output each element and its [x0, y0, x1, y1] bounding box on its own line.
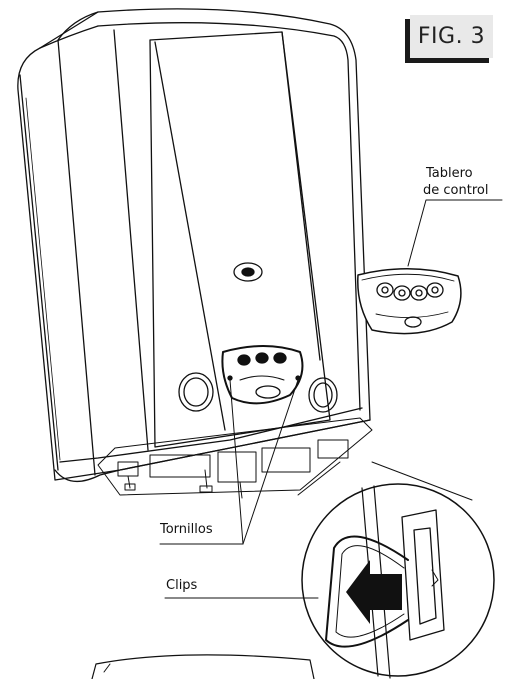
- panel-leader-line: [407, 199, 503, 267]
- label-control-panel-line1: Tablero: [426, 166, 473, 181]
- control-panel-part: [357, 268, 462, 335]
- bottom-internals: [97, 417, 373, 499]
- zoom-guide-lines: [297, 461, 473, 501]
- control-panel-opening: [221, 345, 304, 405]
- right-viewport: [308, 377, 338, 413]
- label-control-panel-line2: de control: [423, 183, 489, 198]
- clip-detail-circle: [301, 483, 495, 679]
- figure-number-badge: FIG. 3: [405, 15, 493, 63]
- label-screws: Tornillos: [160, 522, 213, 537]
- label-clips: Clips: [166, 578, 198, 593]
- left-viewport: [178, 372, 214, 412]
- label-control-panel: Tablero de control: [423, 165, 488, 199]
- logo-emblem: [233, 262, 263, 282]
- partial-next-figure: [91, 654, 315, 679]
- screw-leader-lines: [159, 379, 299, 545]
- arrow-icon: [346, 560, 402, 624]
- figure-number: FIG. 3: [410, 15, 493, 58]
